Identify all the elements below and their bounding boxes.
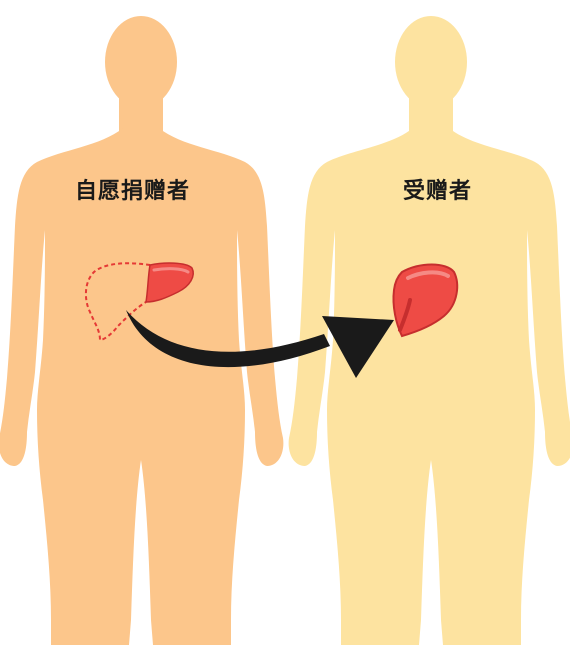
donor-label: 自愿捐赠者 <box>75 173 190 205</box>
recipient-label: 受赠者 <box>403 173 472 205</box>
